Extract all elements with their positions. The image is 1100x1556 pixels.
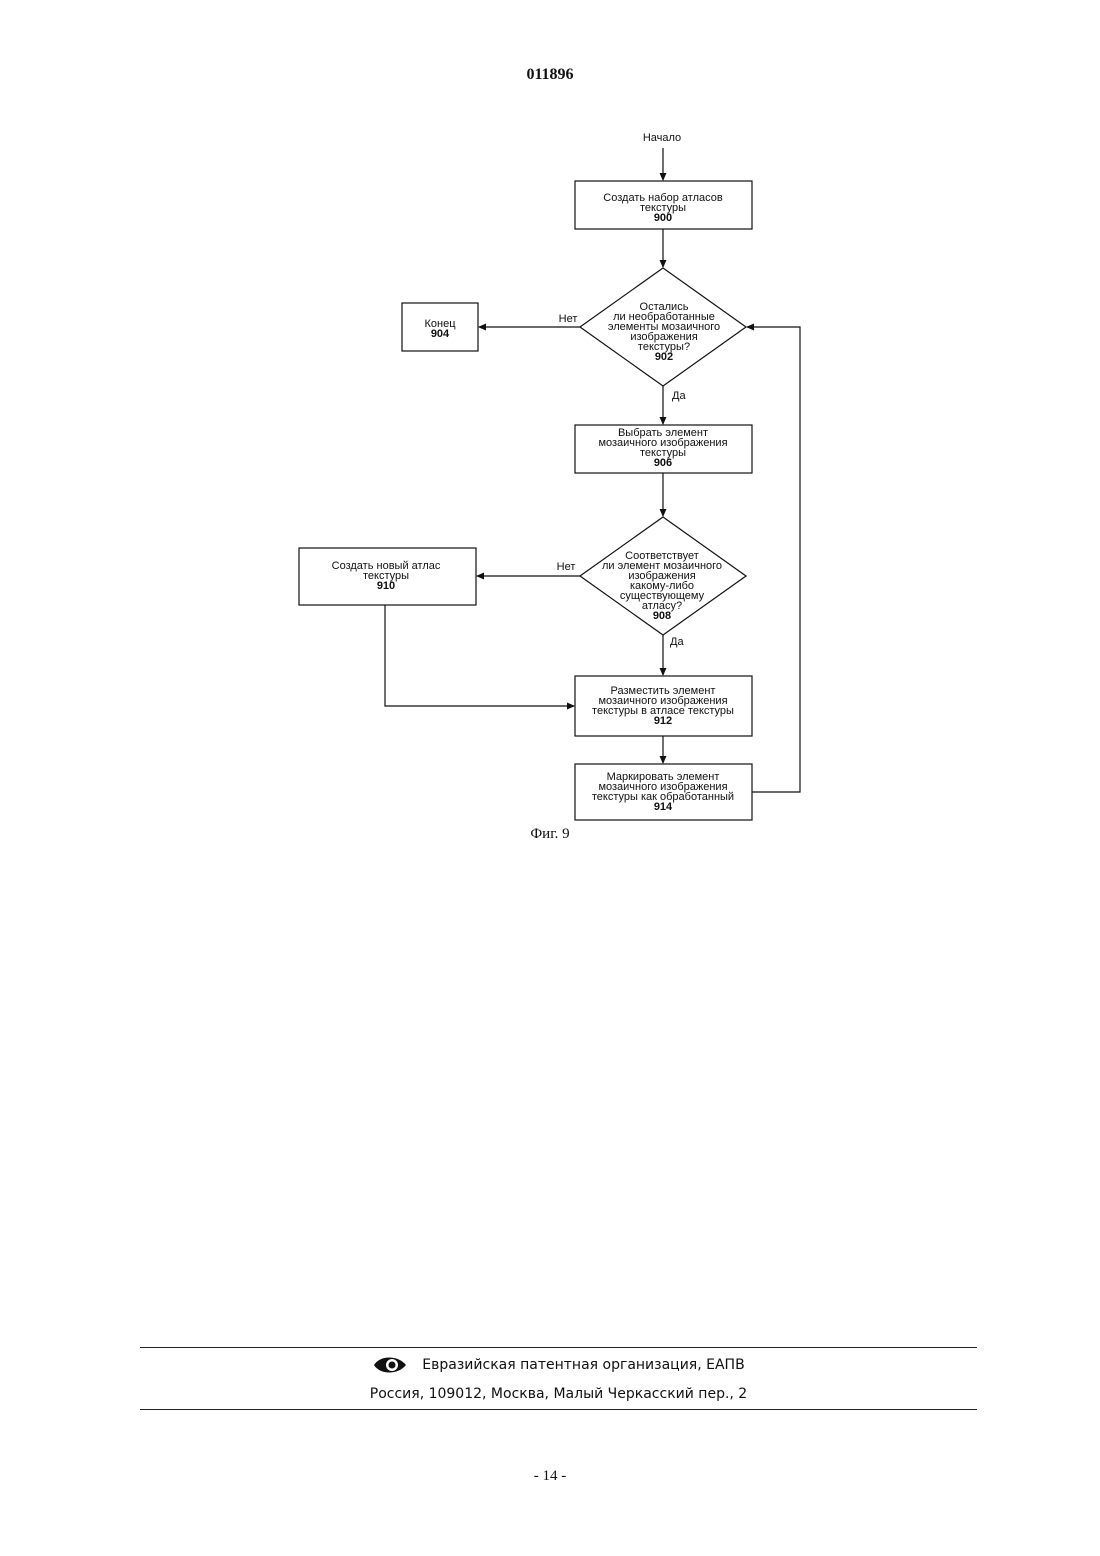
edge-label-yes-902: Да <box>672 390 686 402</box>
footer-organization-line: Евразийская патентная организация, ЕАПВ <box>140 1354 977 1376</box>
footer-organization-text: Евразийская патентная организация, ЕАПВ <box>422 1357 744 1373</box>
figure-caption: Фиг. 9 <box>500 826 600 843</box>
node-906-number: 906 <box>654 457 672 469</box>
edge-label-no-908: Нет <box>557 561 576 573</box>
eapo-eye-logo-icon <box>372 1354 408 1376</box>
node-908-number: 908 <box>653 610 671 622</box>
flowchart-diagram: Начало Нет Да Нет Да Создать набор а <box>0 0 1100 900</box>
footer-top-rule <box>140 1347 977 1348</box>
start-label: Начало <box>643 132 681 144</box>
edge-label-yes-908: Да <box>670 636 684 648</box>
footer-bottom-rule <box>140 1409 977 1410</box>
node-914-number: 914 <box>654 801 673 813</box>
node-912-number: 912 <box>654 715 672 727</box>
node-910-number: 910 <box>377 580 395 592</box>
node-900-number: 900 <box>654 212 672 224</box>
arrow-914-loop-to-902 <box>747 327 800 792</box>
footer-address: Россия, 109012, Москва, Малый Черкасский… <box>140 1386 977 1402</box>
node-904-number: 904 <box>431 328 450 340</box>
edge-label-no-902: Нет <box>559 313 578 325</box>
arrow-910-to-912 <box>385 605 574 706</box>
page-number: - 14 - <box>0 1468 1100 1485</box>
node-902-number: 902 <box>655 351 673 363</box>
